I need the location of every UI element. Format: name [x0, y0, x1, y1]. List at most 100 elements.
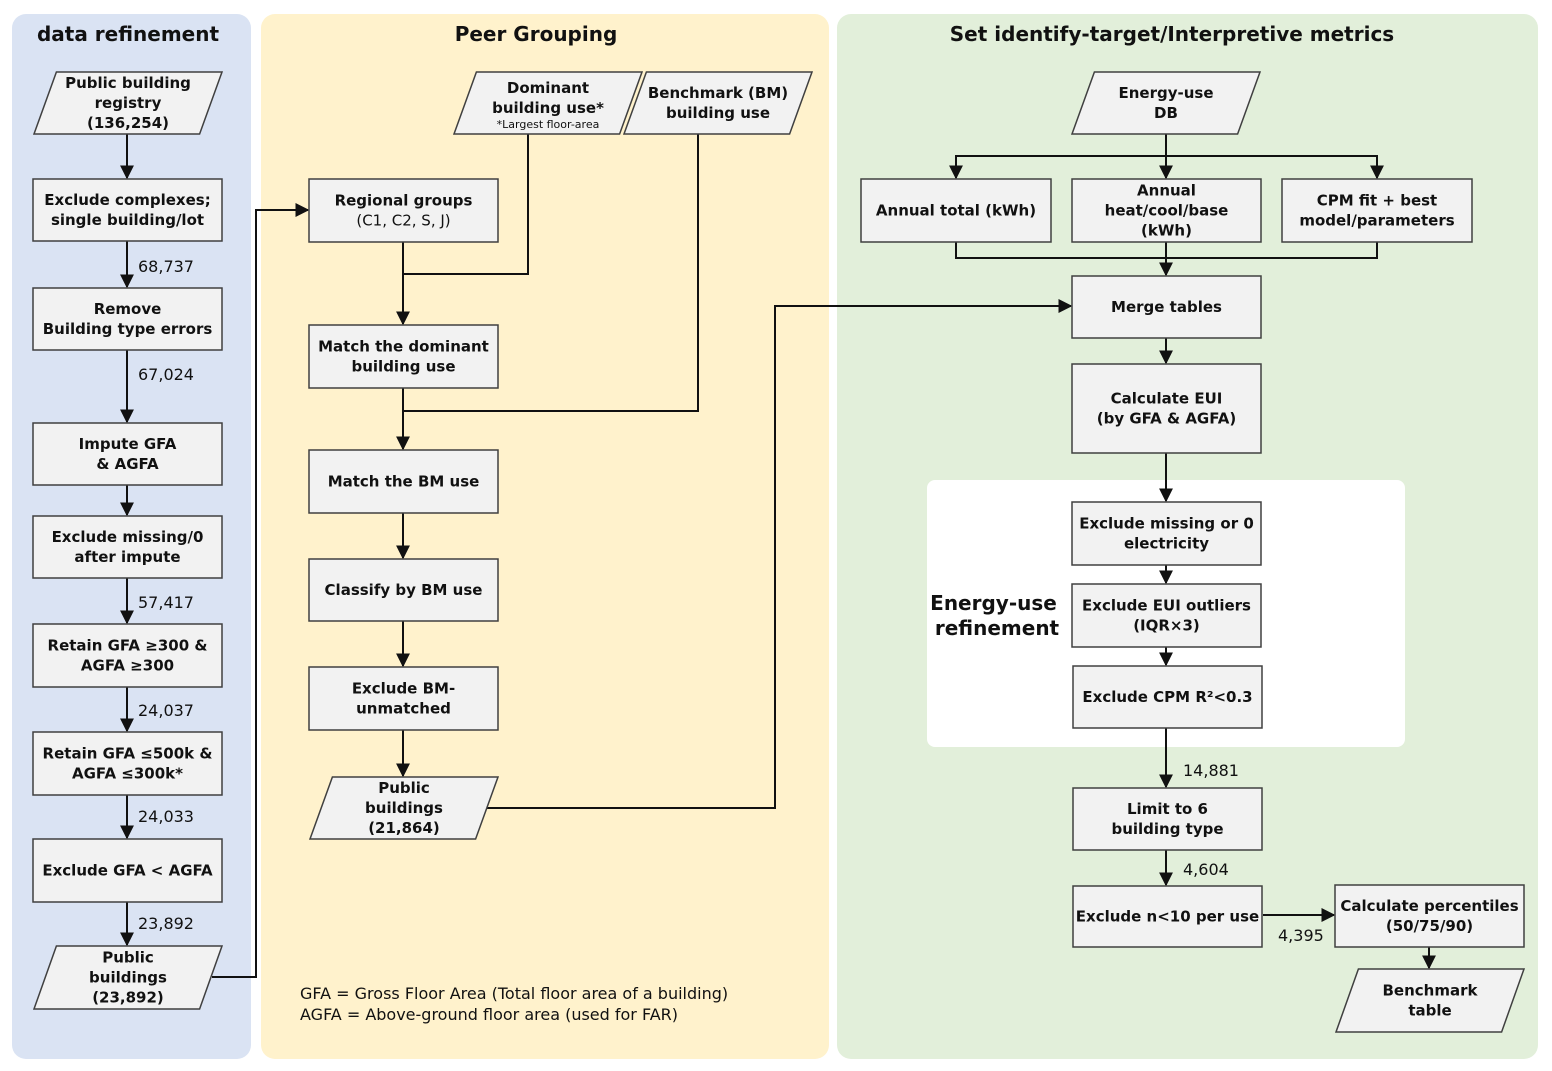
exclude-complexes-step: Exclude complexes;single building/lot [32, 178, 223, 242]
note-agfa: AGFA = Above-ground floor area (used for… [300, 1005, 678, 1024]
impute-gfa-step: Impute GFA& AGFA [32, 422, 223, 486]
exclude-complexes-step-shape [32, 178, 223, 242]
benchmark-use-input-label: Benchmark (BM)building use [648, 84, 788, 122]
exclude-cpm-r2-step: Exclude CPM R²<0.3 [1072, 665, 1263, 729]
annual-hcb-step-line-1: Annual [1137, 182, 1196, 200]
annual-hcb-step-shape [1071, 178, 1262, 243]
public-buildings-output-left-line-2: buildings [89, 969, 167, 987]
exclude-missing-step-shape [32, 515, 223, 579]
count-57417: 57,417 [138, 593, 194, 612]
exclude-eui-outliers-step: Exclude EUI outliers(IQR×3) [1071, 583, 1262, 648]
exclude-cpm-r2-step-label: Exclude CPM R²<0.3 [1082, 688, 1252, 706]
exclude-bm-unmatched-step-label: Exclude BM-unmatched [352, 680, 455, 718]
match-dominant-step-line-1: Match the dominant [318, 338, 489, 356]
public-buildings-output-left-shape [32, 945, 224, 1010]
remove-type-errors-step-line-1: Remove [94, 300, 162, 318]
retain-min-step-line-1: Retain GFA ≥300 & [48, 637, 208, 655]
public-buildings-output-mid-line-3: (21,864) [368, 819, 440, 837]
count-24037: 24,037 [138, 701, 194, 720]
exclude-gfa-agfa-step-shape [32, 838, 223, 903]
remove-type-errors-step-shape [32, 287, 223, 351]
dominant-use-input-line-2: building use* [492, 99, 604, 117]
count-68737: 68,737 [138, 257, 194, 276]
retain-max-step-shape [32, 731, 223, 796]
classify-bm-step-line-1: Classify by BM use [325, 581, 483, 599]
calculate-eui-step-line-2: (by GFA & AGFA) [1097, 410, 1236, 428]
match-dominant-step-line-2: building use [352, 358, 456, 376]
retain-max-step-label: Retain GFA ≤500k &AGFA ≤300k* [43, 745, 213, 783]
count-4395: 4,395 [1278, 926, 1324, 945]
match-dominant-step-label: Match the dominant building use [318, 338, 489, 376]
registry-input-line-1: Public building [65, 74, 191, 92]
regional-groups-step-line-1: Regional groups [335, 192, 473, 210]
public-buildings-output-mid-line-1: Public [378, 779, 430, 797]
exclude-missing-electricity-step-line-2: electricity [1124, 535, 1209, 553]
annual-total-step-label: Annual total (kWh) [876, 202, 1036, 220]
exclude-missing-electricity-step-shape [1071, 501, 1262, 566]
dominant-use-input-footnote: *Largest floor-area [497, 118, 600, 131]
impute-gfa-step-line-1: Impute GFA [79, 435, 177, 453]
regional-groups-step-shape [308, 178, 499, 243]
note-gfa: GFA = Gross Floor Area (Total floor area… [300, 984, 728, 1003]
dominant-use-input-shape [452, 71, 644, 135]
exclude-cpm-r2-step-line-1: Exclude CPM R²<0.3 [1082, 688, 1252, 706]
annual-total-step-shape [860, 178, 1052, 243]
remove-type-errors-step-line-2: Building type errors [43, 320, 213, 338]
calculate-eui-step-label: Calculate EUI(by GFA & AGFA) [1097, 390, 1236, 428]
count-4604: 4,604 [1183, 860, 1229, 879]
regional-groups-step-sublabel: (C1, C2, S, J) [356, 212, 450, 230]
merge-tables-step: Merge tables [1071, 275, 1262, 339]
calculate-eui-step-shape [1071, 363, 1262, 454]
merge-tables-step-label: Merge tables [1111, 298, 1222, 316]
exclude-gfa-agfa-step-label: Exclude GFA < AGFA [42, 862, 213, 880]
classify-bm-step-label: Classify by BM use [325, 581, 483, 599]
count-14881: 14,881 [1183, 761, 1239, 780]
benchmark-table-output-shape [1334, 968, 1526, 1033]
annual-total-step: Annual total (kWh) [860, 178, 1052, 243]
energy-db-input-line-2: DB [1154, 104, 1178, 122]
exclude-n10-step-line-1: Exclude n<10 per use [1076, 908, 1259, 926]
lane-title-data-refinement: data refinement [37, 22, 220, 46]
calculate-eui-step: Calculate EUI(by GFA & AGFA) [1071, 363, 1262, 454]
exclude-missing-step-line-1: Exclude missing/0 [52, 528, 204, 546]
exclude-cpm-r2-step-shape [1072, 665, 1263, 729]
regional-groups-step: Regional groups (C1, C2, S, J) [308, 178, 499, 243]
refine-label-line-2: refinement [935, 616, 1060, 640]
exclude-complexes-step-label: Exclude complexes;single building/lot [44, 191, 210, 229]
public-buildings-output-mid-line-2: buildings [365, 799, 443, 817]
retain-min-step: Retain GFA ≥300 &AGFA ≥300 [32, 623, 223, 688]
calculate-percentiles-step-shape [1334, 884, 1525, 948]
exclude-eui-outliers-step-label: Exclude EUI outliers(IQR×3) [1082, 597, 1251, 635]
match-bm-step-shape [308, 449, 499, 514]
lane-title-peer-grouping: Peer Grouping [455, 22, 618, 46]
match-dominant-step: Match the dominant building use [308, 324, 499, 389]
classify-bm-step-shape [308, 558, 499, 622]
public-buildings-output-mid-label: Public buildings (21,864) [365, 779, 443, 837]
benchmark-use-input: Benchmark (BM)building use [622, 71, 814, 135]
impute-gfa-step-label: Impute GFA& AGFA [79, 435, 177, 473]
benchmark-use-input-line-1: Benchmark (BM) [648, 84, 788, 102]
regional-groups-step-label: Regional groups [335, 192, 473, 210]
energy-db-input-shape [1070, 71, 1262, 135]
retain-max-step-line-2: AGFA ≤300k* [72, 765, 183, 783]
exclude-bm-unmatched-step-line-1: Exclude BM- [352, 680, 455, 698]
classify-bm-step: Classify by BM use [308, 558, 499, 622]
energy-use-refinement-label: Energy-use refinement [930, 591, 1064, 640]
exclude-bm-unmatched-step-line-2: unmatched [356, 700, 451, 718]
exclude-gfa-agfa-step: Exclude GFA < AGFA [32, 838, 223, 903]
benchmark-use-input-shape [622, 71, 814, 135]
merge-tables-step-shape [1071, 275, 1262, 339]
impute-gfa-step-shape [32, 422, 223, 486]
